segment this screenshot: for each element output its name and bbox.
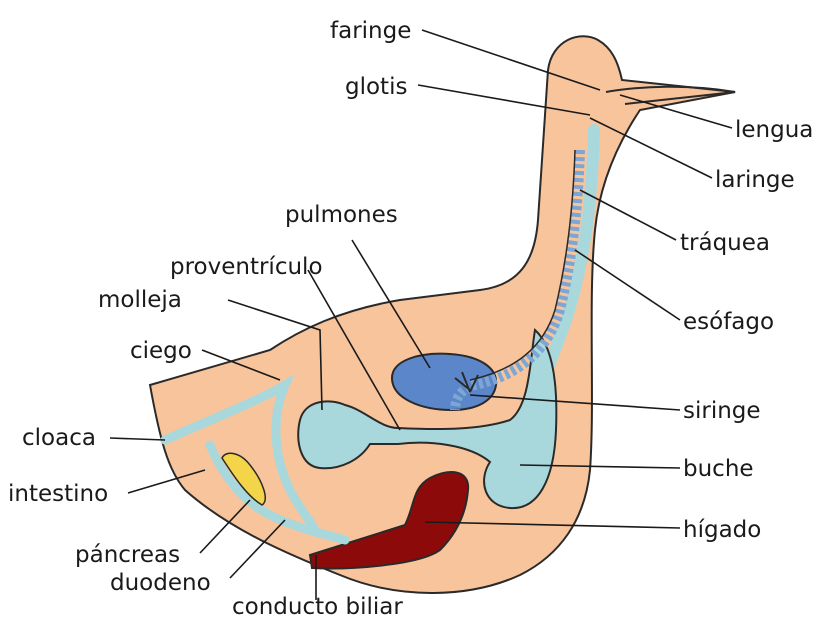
label-pulmones: pulmones <box>285 202 398 228</box>
label-esofago: esófago <box>683 309 774 335</box>
label-conducto-biliar: conducto biliar <box>232 594 403 620</box>
label-siringe: siringe <box>683 398 761 424</box>
label-higado: hígado <box>683 517 761 543</box>
label-pancreas: páncreas <box>75 542 180 568</box>
label-glotis: glotis <box>345 74 407 100</box>
label-cloaca: cloaca <box>22 425 96 451</box>
label-molleja: molleja <box>98 287 182 313</box>
label-buche: buche <box>683 456 754 482</box>
label-lengua: lengua <box>735 117 813 143</box>
label-laringe: laringe <box>715 167 795 193</box>
label-ciego: ciego <box>130 338 192 364</box>
label-duodeno: duodeno <box>110 570 211 596</box>
label-faringe: faringe <box>330 18 411 44</box>
label-proventriculo: proventrículo <box>170 254 323 280</box>
label-intestino: intestino <box>8 481 108 507</box>
label-traquea: tráquea <box>680 230 770 256</box>
